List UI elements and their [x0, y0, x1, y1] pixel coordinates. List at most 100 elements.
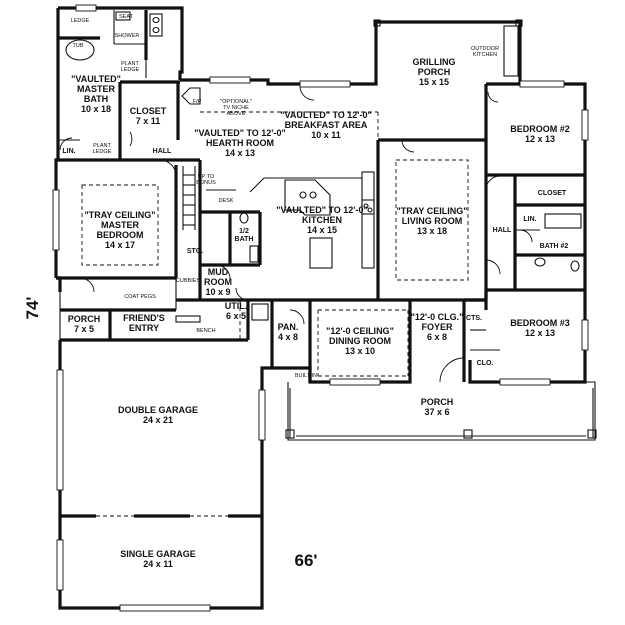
- room-label-line: 24 x 11: [143, 559, 173, 569]
- room-label-line: STO.: [187, 248, 203, 255]
- room-label-line: "TRAY CEILING": [396, 206, 467, 216]
- room-label-line: BATH #2: [540, 243, 569, 250]
- room-label-line: "VAULTED" TO 12'-0": [276, 205, 367, 215]
- room-label-line: MASTER: [77, 84, 116, 94]
- room-label-line: 15 x 15: [419, 77, 449, 87]
- room-label-line: 14 x 15: [307, 225, 337, 235]
- room-label-line: BEDROOM #3: [510, 318, 570, 328]
- room-label-line: LIN.: [62, 148, 75, 155]
- room-label-bench: BENCH: [196, 328, 215, 334]
- room-label-line: SEAT: [119, 14, 134, 20]
- room-label-line: "TRAY CEILING": [84, 210, 155, 220]
- room-label-line: 7 x 5: [74, 324, 94, 334]
- room-label-line: OUTDOOR: [471, 46, 499, 52]
- room-label-line: PLANT: [121, 61, 139, 67]
- room-label-lin-1: LIN.: [62, 148, 75, 155]
- room-label-bath-2: BATH #2: [540, 243, 569, 250]
- room-label-line: 37 x 6: [424, 407, 449, 417]
- room-label-line: BUILT-IN: [295, 373, 317, 379]
- room-label-line: DOUBLE GARAGE: [118, 405, 198, 415]
- room-label-line: ABOVE: [227, 111, 246, 117]
- room-label-line: BENCH: [196, 328, 215, 334]
- room-label-line: 12 x 13: [525, 134, 555, 144]
- porch-structures: [59, 19, 597, 441]
- room-label-line: 14 x 13: [225, 148, 255, 158]
- room-label-line: BREAKFAST AREA: [285, 120, 368, 130]
- room-label-line: COAT PEGS: [124, 294, 156, 300]
- room-label-line: BEDROOM #2: [510, 124, 570, 134]
- room-label-line: LEDGE: [121, 67, 140, 73]
- room-label-line: "VAULTED" TO 12'-0": [280, 110, 371, 120]
- room-label-line: 14 x 17: [105, 240, 135, 250]
- room-label-line: BATH: [235, 236, 254, 243]
- doors: [59, 85, 533, 383]
- room-label-line: KITCHEN: [302, 215, 342, 225]
- room-label-cubbies: CUBBIES: [176, 278, 200, 284]
- room-label-line: DESK: [219, 198, 234, 204]
- room-label-line: BEDROOM: [97, 230, 144, 240]
- room-label-line: GRILLING: [413, 57, 456, 67]
- dimension-height: 74': [23, 297, 42, 320]
- fixtures: [65, 11, 582, 323]
- interior-walls: [56, 10, 585, 518]
- room-label-line: ENTRY: [129, 323, 159, 333]
- room-label-line: TV NICHE: [223, 105, 249, 111]
- room-label-util: UTIL.6 x 5: [225, 301, 248, 321]
- room-label-shower: SHOWER: [115, 33, 140, 39]
- exterior-walls: [54, 6, 587, 610]
- room-label-line: "VAULTED": [71, 74, 121, 84]
- room-label-hall-2: HALL: [493, 227, 512, 234]
- room-label-line: MASTER: [101, 220, 140, 230]
- room-label-line: HALL: [493, 227, 512, 234]
- windows: [52, 4, 589, 612]
- room-label-line: LIN.: [523, 216, 536, 223]
- ceiling-lines: [81, 111, 469, 517]
- room-label-line: BATH: [84, 94, 108, 104]
- room-label-closet-2: CLOSET: [538, 190, 567, 197]
- room-label-line: 6 x 5: [226, 311, 246, 321]
- room-label-line: "12'-0 CEILING": [326, 326, 394, 336]
- room-label-clo: CLO.: [477, 360, 494, 367]
- room-label-line: DINING ROOM: [329, 336, 391, 346]
- room-label-line: LEDGE: [71, 18, 90, 24]
- room-label-line: CLOSET: [538, 190, 567, 197]
- room-label-line: 12 x 13: [525, 328, 555, 338]
- room-label-line: 13 x 10: [345, 346, 375, 356]
- room-label-line: 6 x 8: [427, 332, 447, 342]
- room-label-line: KITCHEN: [473, 52, 497, 58]
- room-label-cts: CTS.: [466, 315, 482, 322]
- room-label-line: FOYER: [421, 322, 453, 332]
- room-label-line: SINGLE GARAGE: [120, 549, 196, 559]
- room-label-line: "OPTIONAL": [220, 99, 252, 105]
- room-label-line: LEDGE: [93, 149, 112, 155]
- room-label-desk: DESK: [219, 198, 234, 204]
- room-label-line: 10 x 9: [205, 287, 230, 297]
- room-label-line: "VAULTED" TO 12'-0": [194, 128, 285, 138]
- room-label-lin-2: LIN.: [523, 216, 536, 223]
- dimension-width: 66': [295, 551, 318, 570]
- room-label-line: PAN.: [278, 322, 299, 332]
- room-label-line: HEARTH ROOM: [206, 138, 274, 148]
- room-label-line: CLO.: [477, 360, 494, 367]
- room-label-ledge-top: LEDGE: [71, 18, 90, 24]
